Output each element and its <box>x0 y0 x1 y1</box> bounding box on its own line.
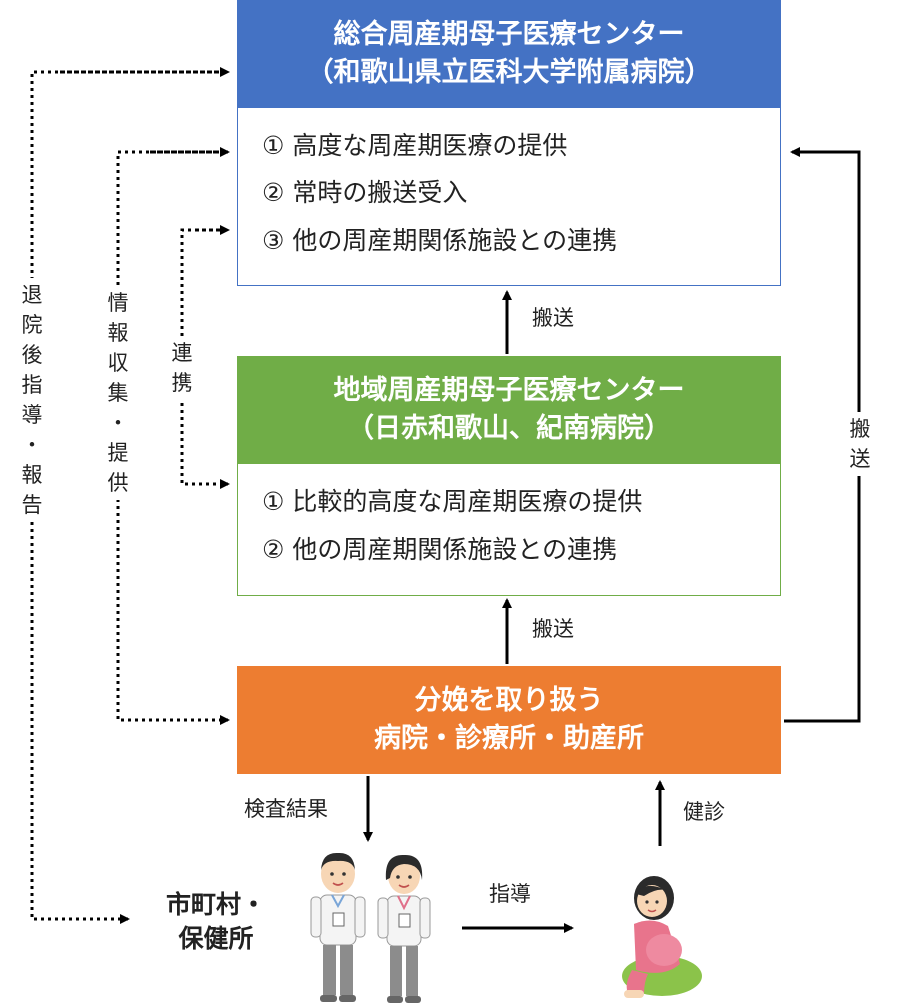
transport-label-lower: 搬送 <box>532 617 574 641</box>
discharge-char-7: 報 <box>21 463 43 487</box>
checkup-label: 健診 <box>683 800 725 824</box>
discharge-char-3: 後 <box>21 343 43 367</box>
info-char-4: 集 <box>107 381 129 405</box>
info-exchange-label: 情 報 収 集 ・ 提 供 <box>106 286 130 500</box>
transport-label-right: 搬 送 <box>848 412 872 476</box>
pregnant-woman-icon <box>622 876 702 998</box>
top-center-header: 総合周産期母子医療センター （和歌山県立医科大学附属病院） <box>237 0 781 108</box>
discharge-report-label: 退 院 後 指 導 ・ 報 告 <box>20 278 44 522</box>
transport-right-char-2: 送 <box>849 447 871 471</box>
discharge-char-8: 告 <box>21 493 43 517</box>
test-results-label: 検査結果 <box>244 797 328 821</box>
delivery-title-line2: 病院・診療所・助産所 <box>374 723 644 754</box>
regional-center-title-line1: 地域周産期母子医療センター <box>333 375 685 406</box>
cooperation-char-2: 携 <box>171 371 193 395</box>
transport-right-char-1: 搬 <box>849 417 871 441</box>
top-center-title-line1: 総合周産期母子医療センター <box>333 19 685 50</box>
info-char-2: 報 <box>107 321 129 345</box>
top-function-2: ② 常時の搬送受入 <box>262 178 468 207</box>
info-char-5: ・ <box>107 411 129 435</box>
info-char-1: 情 <box>107 291 129 315</box>
discharge-char-4: 指 <box>21 373 43 397</box>
info-char-3: 収 <box>107 351 129 375</box>
cooperation-char-1: 連 <box>171 341 193 365</box>
top-center-title-line2: （和歌山県立医科大学附属病院） <box>306 57 712 88</box>
health-staff-icon <box>377 854 431 1003</box>
municipality-line2: 保健所 <box>178 924 254 953</box>
transport-label-upper: 搬送 <box>532 306 574 330</box>
info-char-6: 提 <box>107 441 129 465</box>
info-char-7: 供 <box>107 471 129 495</box>
delivery-title-line1: 分娩を取り扱う <box>414 685 604 716</box>
regional-function-2: ② 他の周産期関係施設との連携 <box>262 535 618 564</box>
top-function-3: ③ 他の周産期関係施設との連携 <box>262 226 618 255</box>
regional-function-1: ① 比較的高度な周産期医療の提供 <box>262 487 643 516</box>
discharge-char-2: 院 <box>21 313 43 337</box>
discharge-char-1: 退 <box>21 283 43 307</box>
discharge-char-5: 導 <box>21 403 43 427</box>
delivery-facilities-box: 分娩を取り扱う 病院・診療所・助産所 <box>237 666 781 774</box>
discharge-char-6: ・ <box>21 433 43 457</box>
guidance-label: 指導 <box>489 882 531 906</box>
top-center-functions: ① 高度な周産期医療の提供 ② 常時の搬送受入 ③ 他の周産期関係施設との連携 <box>237 108 781 286</box>
info-exchange-connector <box>116 150 230 725</box>
health-staff-icon <box>310 852 366 1002</box>
municipality-label: 市町村・ 保健所 <box>166 888 266 956</box>
municipality-line1: 市町村・ <box>166 890 267 919</box>
regional-center-title-line2: （日赤和歌山、紀南病院） <box>347 413 671 444</box>
cooperation-label: 連 携 <box>170 336 194 400</box>
regional-center-functions: ① 比較的高度な周産期医療の提供 ② 他の周産期関係施設との連携 <box>237 464 781 596</box>
top-function-1: ① 高度な周産期医療の提供 <box>262 131 568 160</box>
regional-center-header: 地域周産期母子医療センター （日赤和歌山、紀南病院） <box>237 356 781 464</box>
